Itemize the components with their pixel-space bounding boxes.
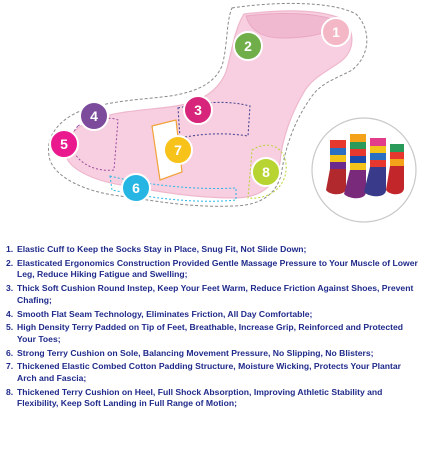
list-item: 6. Strong Terry Cushion on Sole, Balanci…: [6, 348, 422, 360]
sock-photo-1: [326, 140, 346, 195]
list-item: 2. Elasticated Ergonomics Construction P…: [6, 258, 422, 281]
list-item: 1. Elastic Cuff to Keep the Socks Stay i…: [6, 244, 422, 256]
list-item-number: 8.: [6, 386, 14, 397]
list-item-text: Elastic Cuff to Keep the Socks Stay in P…: [17, 244, 307, 254]
list-item-text: Strong Terry Cushion on Sole, Balancing …: [17, 347, 374, 358]
badge-circle: [121, 173, 151, 203]
badge-3: 3: [183, 95, 213, 125]
sock-photo-3: [364, 138, 386, 197]
svg-text:3: 3: [194, 102, 202, 118]
list-item-text: Thick Soft Cushion Round Instep, Keep Yo…: [17, 283, 414, 305]
feature-list: 1. Elastic Cuff to Keep the Socks Stay i…: [6, 244, 422, 412]
svg-text:8: 8: [262, 164, 270, 180]
sock-photo-2: [344, 134, 366, 199]
list-item-text: Thickened Terry Cushion on Heel, Full Sh…: [17, 386, 383, 409]
list-item-text: Elasticated Ergonomics Construction Prov…: [17, 257, 418, 280]
badge-7: 7: [163, 135, 193, 165]
badge-circle: [183, 95, 213, 125]
badge-circle: [321, 17, 351, 47]
svg-text:4: 4: [90, 108, 98, 124]
badge-circle: [233, 31, 263, 61]
list-item-text: High Density Terry Padded on Tip of Feet…: [17, 322, 404, 344]
sock-diagram: 1 2 3 4 5 6 7 8: [48, 2, 417, 223]
svg-text:7: 7: [174, 142, 182, 158]
badge-circle: [49, 129, 79, 159]
badge-1: 1: [321, 17, 351, 47]
list-item-text: Smooth Flat Seam Technology, Eliminates …: [17, 308, 313, 319]
badge-circle: [163, 135, 193, 165]
list-item: 7. Thickened Elastic Combed Cotton Paddi…: [6, 361, 422, 384]
svg-text:5: 5: [60, 136, 68, 152]
list-item-number: 6.: [6, 347, 14, 358]
badge-circle: [251, 157, 281, 187]
badge-6: 6: [121, 173, 151, 203]
svg-text:6: 6: [132, 180, 140, 196]
list-item-number: 7.: [6, 361, 14, 372]
badge-5: 5: [49, 129, 79, 159]
badge-2: 2: [233, 31, 263, 61]
list-item: 3. Thick Soft Cushion Round Instep, Keep…: [6, 283, 422, 306]
list-item-text: Thickened Elastic Combed Cotton Padding …: [17, 361, 401, 384]
badge-circle: [79, 101, 109, 131]
list-item: 4. Smooth Flat Seam Technology, Eliminat…: [6, 309, 422, 321]
zone-heel: [247, 144, 287, 199]
product-photo: [311, 117, 417, 223]
svg-text:2: 2: [244, 38, 252, 54]
list-item-number: 2.: [6, 257, 14, 268]
sock-photo-4: [386, 144, 404, 195]
list-item: 8. Thickened Terry Cushion on Heel, Full…: [6, 387, 422, 410]
sock-outline: [48, 2, 368, 207]
list-item-number: 4.: [6, 308, 14, 319]
list-item: 5. High Density Terry Padded on Tip of F…: [6, 322, 422, 345]
list-item-number: 3.: [6, 283, 14, 294]
badge-4: 4: [79, 101, 109, 131]
list-item-number: 5.: [6, 322, 14, 333]
svg-text:1: 1: [332, 24, 340, 40]
badge-8: 8: [251, 157, 281, 187]
list-item-number: 1.: [6, 244, 14, 254]
